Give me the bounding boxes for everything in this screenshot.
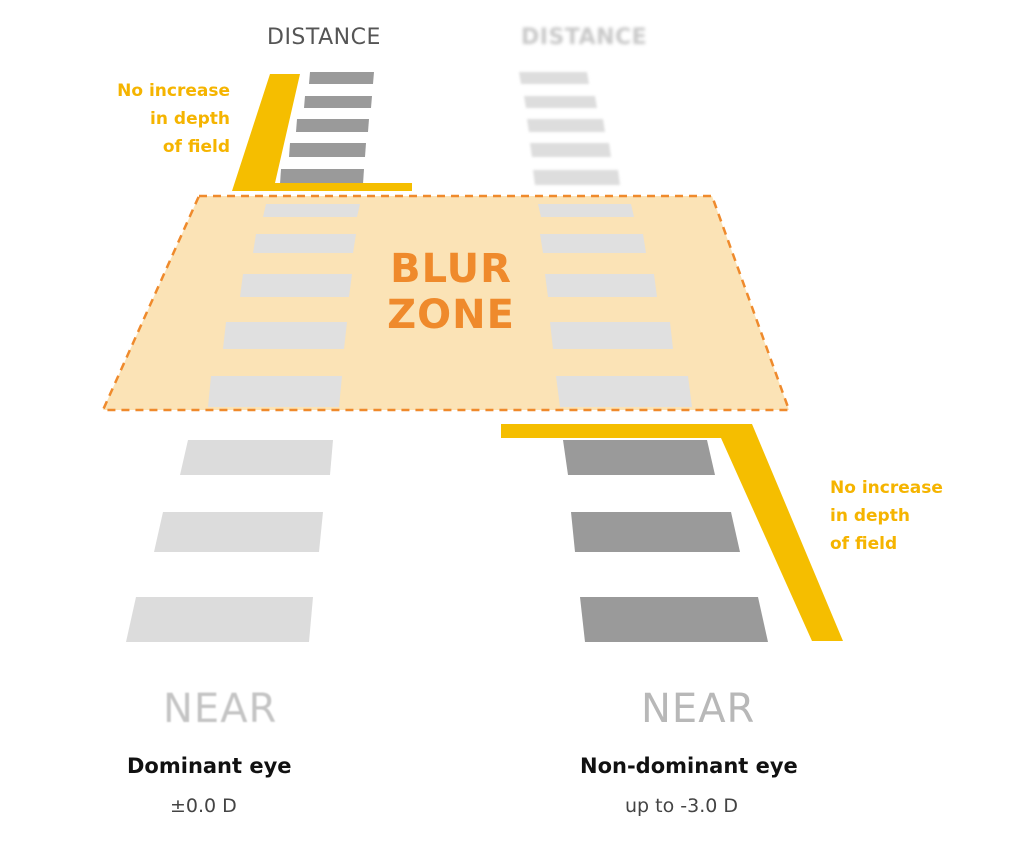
- note-line: in depth: [150, 109, 230, 129]
- bar: [296, 119, 369, 132]
- bar: [263, 204, 360, 217]
- bar: [580, 597, 768, 642]
- bar: [524, 96, 597, 108]
- blur-zone-line1: BLUR: [390, 246, 512, 292]
- bar: [289, 143, 366, 157]
- left-near-bars: [126, 440, 333, 642]
- left-eye-power: ±0.0 D: [170, 795, 237, 817]
- blur-zone-title: BLUR ZONE: [351, 246, 551, 338]
- note-line: of field: [162, 137, 230, 157]
- bar: [563, 440, 715, 475]
- right-eye-name: Non-dominant eye: [580, 754, 798, 778]
- blur-zone-line2: ZONE: [387, 292, 515, 338]
- left-near-label: NEAR: [163, 686, 278, 732]
- bar: [556, 376, 692, 407]
- bar: [208, 376, 342, 407]
- note-line: No increase: [830, 478, 943, 498]
- bar: [304, 96, 372, 108]
- right-eye-power: up to -3.0 D: [625, 795, 738, 817]
- left-depth-of-field-marker: [232, 74, 412, 191]
- right-near-label: NEAR: [641, 686, 756, 732]
- left-eye-name: Dominant eye: [127, 754, 292, 778]
- bar: [180, 440, 333, 475]
- right-depth-note: No increase in depth of field: [830, 474, 980, 558]
- bar: [309, 72, 374, 84]
- right-distance-bars: [519, 72, 620, 185]
- right-depth-of-field-marker: [501, 424, 843, 641]
- bar: [126, 597, 313, 642]
- right-distance-label: DISTANCE: [521, 25, 648, 50]
- bar: [538, 204, 634, 217]
- left-depth-note: No increase in depth of field: [108, 77, 230, 161]
- bar: [540, 234, 646, 253]
- bar: [527, 119, 605, 132]
- bar: [253, 234, 356, 253]
- bar: [280, 169, 364, 184]
- note-line: of field: [830, 534, 898, 554]
- bar: [571, 512, 740, 552]
- note-line: in depth: [830, 506, 910, 526]
- bar: [545, 274, 657, 297]
- bar: [530, 143, 611, 157]
- left-distance-bars: [280, 72, 374, 184]
- bar: [154, 512, 323, 552]
- right-near-bars: [563, 440, 768, 642]
- bar: [223, 322, 347, 349]
- bar: [519, 72, 589, 84]
- bar: [240, 274, 352, 297]
- bar: [550, 322, 673, 349]
- note-line: No increase: [117, 81, 230, 101]
- bar: [533, 170, 620, 185]
- blur-zone-bars: [208, 204, 692, 407]
- left-distance-label: DISTANCE: [267, 25, 381, 50]
